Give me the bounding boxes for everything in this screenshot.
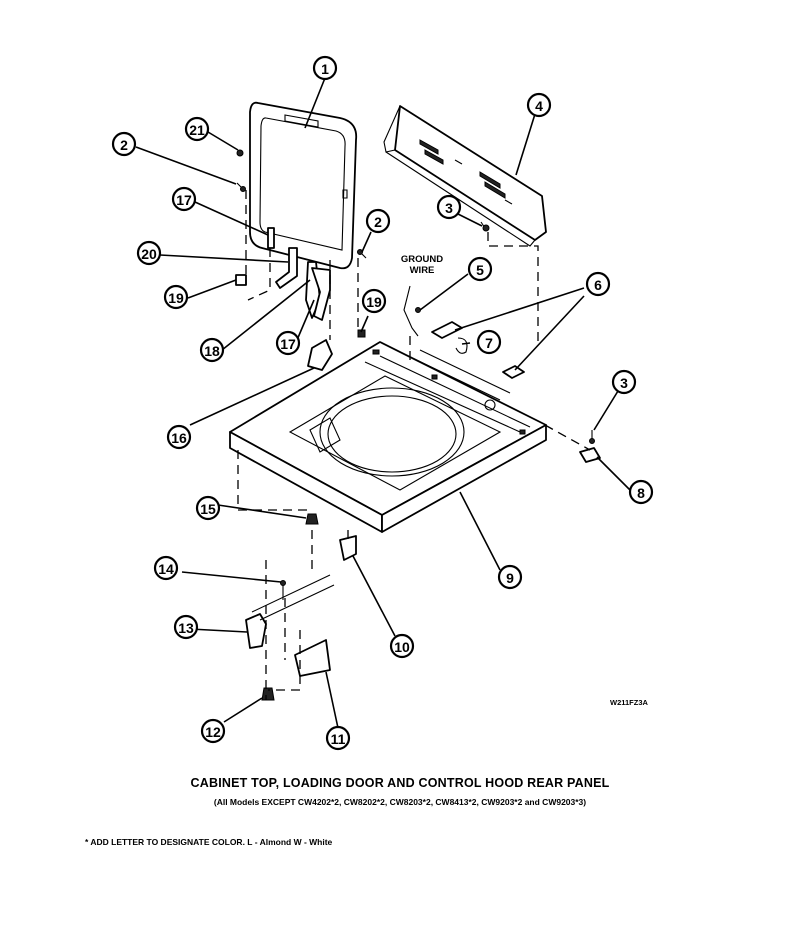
svg-text:4: 4 — [535, 98, 543, 114]
loading-door — [249, 101, 358, 270]
callout-10: 10 — [389, 633, 415, 659]
svg-text:2: 2 — [120, 137, 128, 153]
svg-text:12: 12 — [205, 724, 221, 740]
svg-text:14: 14 — [158, 561, 174, 577]
callout-1: 1 — [312, 55, 338, 81]
svg-text:13: 13 — [178, 620, 194, 636]
ground-wire-label-line2: WIRE — [410, 265, 435, 276]
callout-20: 20 — [136, 240, 162, 266]
callout-16: 16 — [166, 424, 192, 450]
leader-lines — [135, 77, 631, 729]
hinge-17-upper — [267, 227, 275, 249]
svg-text:18: 18 — [204, 343, 220, 359]
callout-11: 11 — [325, 725, 351, 751]
callout-2-left: 2 — [111, 131, 137, 157]
callout-3-upper: 3 — [436, 194, 462, 220]
callout-5: 5 — [467, 256, 493, 282]
color-footnote: * ADD LETTER TO DESIGNATE COLOR. L - Alm… — [85, 837, 333, 847]
clip-10 — [339, 535, 357, 561]
svg-text:21: 21 — [189, 122, 205, 138]
svg-text:1: 1 — [321, 61, 329, 77]
nut-15 — [305, 513, 319, 525]
screw-2-right — [357, 249, 367, 259]
svg-text:17: 17 — [280, 336, 296, 352]
svg-text:19: 19 — [168, 290, 184, 306]
svg-text:2: 2 — [374, 214, 382, 230]
callout-17-upper: 17 — [171, 186, 197, 212]
bracket-11 — [294, 639, 331, 677]
clip-7 — [455, 337, 468, 354]
svg-text:19: 19 — [366, 294, 382, 310]
nut-12 — [261, 687, 275, 701]
svg-text:8: 8 — [637, 485, 645, 501]
callout-18: 18 — [199, 337, 225, 363]
ground-wire-label-line1: GROUND — [401, 254, 443, 265]
svg-text:20: 20 — [141, 246, 157, 262]
diagram-code: W211FZ3A — [610, 698, 648, 707]
callout-15: 15 — [195, 495, 221, 521]
diagram-title: CABINET TOP, LOADING DOOR AND CONTROL HO… — [190, 776, 610, 790]
callout-21: 21 — [184, 116, 210, 142]
hinge-bracket-13 — [245, 613, 267, 649]
callout-19-left: 19 — [163, 284, 189, 310]
svg-text:6: 6 — [594, 277, 602, 293]
callout-17-lower: 17 — [275, 330, 301, 356]
callout-13: 13 — [173, 614, 199, 640]
cabinet-top — [229, 341, 547, 533]
svg-text:16: 16 — [171, 430, 187, 446]
callout-12: 12 — [200, 718, 226, 744]
screw-2-left — [236, 182, 246, 192]
hinge-rod — [251, 574, 335, 621]
callout-19-right: 19 — [361, 288, 387, 314]
callout-7: 7 — [476, 329, 502, 355]
diagram-subtitle: (All Models EXCEPT CW4202*2, CW8202*2, C… — [213, 797, 587, 807]
ground-wire — [403, 285, 421, 337]
svg-text:17: 17 — [176, 192, 192, 208]
svg-text:7: 7 — [485, 335, 493, 351]
callout-4: 4 — [526, 92, 552, 118]
callout-14: 14 — [153, 555, 179, 581]
svg-text:11: 11 — [331, 731, 346, 747]
callout-9: 9 — [497, 564, 523, 590]
callout-8: 8 — [628, 479, 654, 505]
bracket-8 — [579, 447, 601, 463]
callout-6: 6 — [585, 271, 611, 297]
control-hood-rear-panel — [383, 105, 547, 247]
screw-21 — [236, 149, 244, 157]
hinge-20 — [275, 247, 298, 289]
hinge-18 — [311, 267, 331, 321]
screw-3-upper — [480, 221, 490, 232]
screw-3-lower — [589, 430, 595, 444]
clip-19-left — [235, 274, 247, 286]
svg-text:10: 10 — [394, 639, 410, 655]
pad-6-lower — [502, 365, 525, 379]
svg-text:15: 15 — [200, 501, 216, 517]
callout-2-right: 2 — [365, 208, 391, 234]
svg-text:3: 3 — [620, 375, 628, 391]
svg-text:5: 5 — [476, 262, 484, 278]
svg-text:9: 9 — [506, 570, 514, 586]
assembly-lines — [237, 190, 591, 700]
callout-3-lower: 3 — [611, 369, 637, 395]
svg-text:3: 3 — [445, 200, 453, 216]
hinge-block-16 — [307, 339, 333, 371]
